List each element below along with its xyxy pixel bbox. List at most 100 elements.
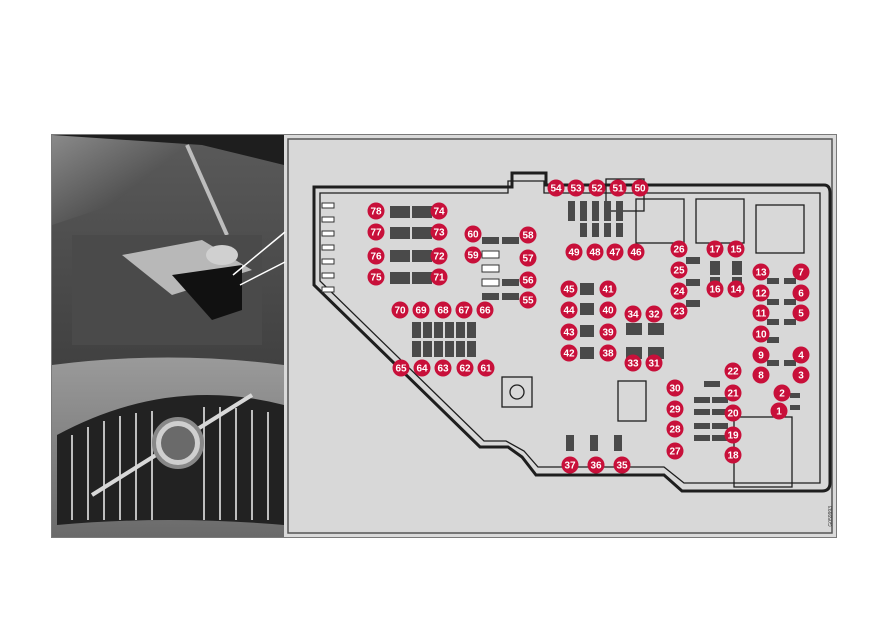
fuse-badge-61: 61 bbox=[477, 359, 495, 377]
fuse-slot bbox=[456, 341, 465, 357]
fuse-number-label: 12 bbox=[755, 289, 767, 300]
fuse-number-label: 65 bbox=[395, 364, 407, 375]
fuse-number-label: 41 bbox=[602, 285, 614, 296]
fuse-badge-24: 24 bbox=[670, 282, 688, 300]
fuse-slot bbox=[686, 279, 700, 286]
fuse-badge-60: 60 bbox=[464, 225, 482, 243]
fuse-number-label: 11 bbox=[756, 309, 767, 320]
fuse-slot bbox=[434, 341, 443, 357]
fuse-number-label: 55 bbox=[522, 296, 534, 307]
fuse-badge-8: 8 bbox=[752, 366, 770, 384]
fuse-badge-52: 52 bbox=[588, 179, 606, 197]
fuse-number-label: 54 bbox=[550, 184, 562, 195]
fuse-slot bbox=[445, 341, 454, 357]
fuse-number-label: 22 bbox=[727, 367, 739, 378]
fuse-slot bbox=[467, 322, 476, 338]
fuse-slot bbox=[481, 278, 500, 287]
fuse-slot bbox=[767, 337, 779, 343]
fuse-slot bbox=[423, 341, 432, 357]
fuse-slot bbox=[712, 423, 728, 429]
fuse-number-label: 42 bbox=[563, 349, 575, 360]
fuse-slot bbox=[390, 272, 410, 284]
fuse-number-label: 56 bbox=[522, 276, 534, 287]
fuse-slot bbox=[686, 300, 700, 307]
fuse-number-label: 8 bbox=[758, 371, 764, 382]
fuse-badge-36: 36 bbox=[587, 456, 605, 474]
fuse-number-label: 7 bbox=[798, 268, 804, 279]
fuse-slot bbox=[412, 322, 421, 338]
engine-bay-photo bbox=[52, 135, 284, 537]
fuse-number-badges: 1234567891011121314151617181920212223242… bbox=[367, 179, 810, 474]
fuse-slot bbox=[767, 278, 779, 284]
fuse-slot bbox=[482, 237, 499, 244]
fuse-badge-47: 47 bbox=[606, 243, 624, 261]
fuse-badge-1: 1 bbox=[770, 402, 788, 420]
fuse-box-outline bbox=[312, 171, 832, 493]
fuse-slot bbox=[694, 409, 710, 415]
fuse-slot bbox=[412, 250, 432, 262]
fuse-badge-40: 40 bbox=[599, 301, 617, 319]
fuse-slot bbox=[390, 206, 410, 218]
fuse-slot bbox=[481, 264, 500, 273]
fuse-badge-39: 39 bbox=[599, 323, 617, 341]
fuse-badge-65: 65 bbox=[392, 359, 410, 377]
fuse-badge-67: 67 bbox=[455, 301, 473, 319]
fuse-number-label: 78 bbox=[370, 207, 382, 218]
fuse-badge-75: 75 bbox=[367, 268, 385, 286]
fuse-slot bbox=[412, 227, 432, 239]
fuse-badge-62: 62 bbox=[456, 359, 474, 377]
fuse-badge-72: 72 bbox=[430, 247, 448, 265]
fuse-number-label: 51 bbox=[612, 184, 624, 195]
fuse-number-label: 69 bbox=[415, 306, 427, 317]
fuse-number-label: 15 bbox=[730, 245, 742, 256]
fuse-number-label: 9 bbox=[758, 351, 764, 362]
fuse-slot bbox=[784, 360, 796, 366]
fuse-number-label: 59 bbox=[467, 251, 479, 262]
fuse-slot bbox=[648, 323, 664, 335]
fuse-slot bbox=[482, 293, 499, 300]
fuse-badge-10: 10 bbox=[752, 325, 770, 343]
fuse-slot bbox=[767, 319, 779, 325]
fuse-number-label: 61 bbox=[480, 364, 492, 375]
fuse-slot bbox=[434, 322, 443, 338]
fuse-badge-73: 73 bbox=[430, 223, 448, 241]
fuse-number-label: 67 bbox=[458, 306, 470, 317]
fuse-badge-21: 21 bbox=[724, 384, 742, 402]
fuse-badge-29: 29 bbox=[666, 400, 684, 418]
fuse-slot bbox=[580, 303, 594, 315]
fuse-badge-57: 57 bbox=[519, 249, 537, 267]
fuse-badge-30: 30 bbox=[666, 379, 684, 397]
fuse-badge-28: 28 bbox=[666, 420, 684, 438]
relay-box bbox=[617, 380, 647, 422]
fuse-slot bbox=[712, 409, 728, 415]
fuse-box-svg: 1234567891011121314151617181920212223242… bbox=[287, 138, 833, 534]
fuse-number-label: 44 bbox=[563, 306, 575, 317]
fuse-slot bbox=[686, 257, 700, 264]
fuse-badge-11: 11 bbox=[752, 304, 770, 322]
fuse-badge-13: 13 bbox=[752, 263, 770, 281]
fuse-slot bbox=[502, 293, 519, 300]
fuse-slot bbox=[580, 201, 587, 221]
fuse-number-label: 19 bbox=[727, 431, 739, 442]
fuse-badge-26: 26 bbox=[670, 240, 688, 258]
fuse-number-label: 77 bbox=[370, 228, 382, 239]
fuse-slot bbox=[790, 393, 800, 398]
fuse-slot bbox=[694, 397, 710, 403]
fuse-badge-19: 19 bbox=[724, 426, 742, 444]
fuse-badge-34: 34 bbox=[624, 305, 642, 323]
fuse-slot bbox=[694, 435, 710, 441]
fuse-number-label: 64 bbox=[416, 364, 428, 375]
fuse-slot bbox=[412, 206, 432, 218]
fuse-number-label: 13 bbox=[755, 268, 767, 279]
fuse-number-label: 1 bbox=[776, 407, 782, 418]
relay-box bbox=[635, 198, 685, 244]
fuse-number-label: 3 bbox=[798, 371, 804, 382]
fuse-badge-38: 38 bbox=[599, 344, 617, 362]
fuse-badge-54: 54 bbox=[547, 179, 565, 197]
fuse-badge-37: 37 bbox=[561, 456, 579, 474]
fuse-number-label: 28 bbox=[669, 425, 681, 436]
fuse-slot bbox=[784, 299, 796, 305]
fuse-number-label: 39 bbox=[602, 328, 614, 339]
